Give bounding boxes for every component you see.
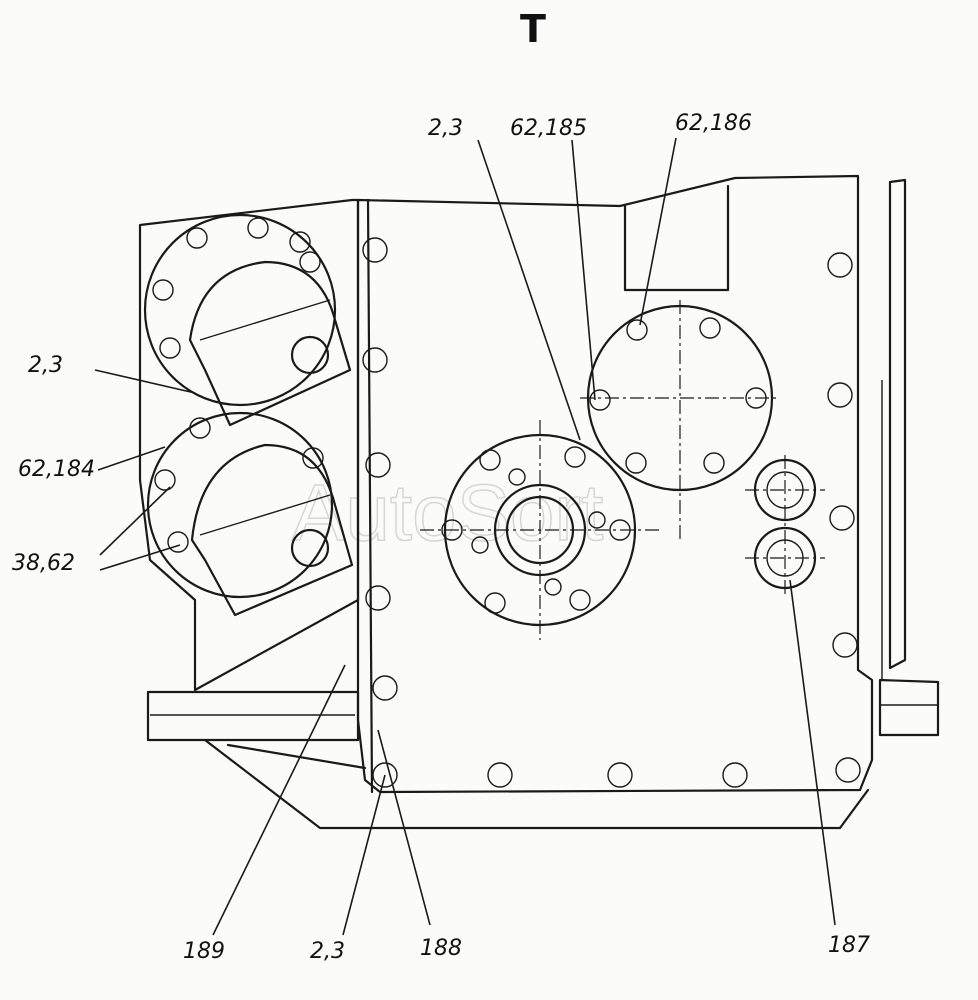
label-62-185: 62,185 bbox=[510, 116, 587, 141]
label-2-3-left: 2,3 bbox=[28, 353, 63, 378]
label-189: 189 bbox=[183, 939, 225, 964]
right-cover bbox=[580, 300, 780, 540]
leader-lines bbox=[94, 137, 836, 936]
label-62-186: 62,186 bbox=[675, 111, 752, 136]
lower-bearing-cap bbox=[146, 411, 354, 617]
plug-187 bbox=[745, 455, 825, 595]
view-title: Т bbox=[520, 7, 546, 51]
label-187: 187 bbox=[828, 933, 870, 958]
bolt-pattern bbox=[152, 217, 861, 788]
label-2-3-top: 2,3 bbox=[428, 116, 463, 141]
label-188: 188 bbox=[420, 936, 462, 961]
label-38-62: 38,62 bbox=[12, 551, 75, 576]
housing-outline bbox=[138, 174, 940, 830]
central-flange bbox=[420, 420, 660, 640]
label-2-3-bottom: 2,3 bbox=[310, 939, 345, 964]
upper-bearing-cap bbox=[143, 213, 352, 427]
label-62-184: 62,184 bbox=[18, 457, 95, 482]
